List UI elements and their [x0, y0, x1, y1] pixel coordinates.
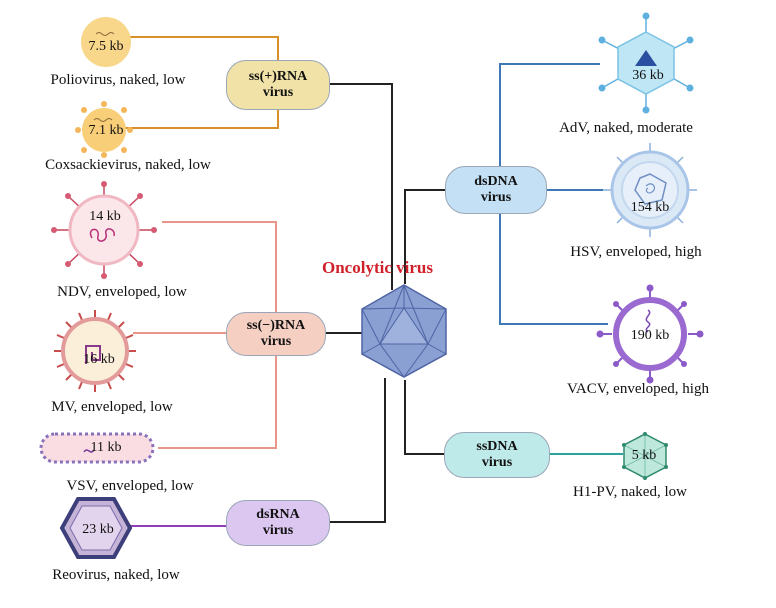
- node-ds-rna: dsRNA virus: [226, 500, 330, 546]
- h1pv-icon: [622, 432, 668, 480]
- ndv-label: NDV, enveloped, low: [57, 284, 187, 300]
- hsv-icon: [603, 143, 697, 237]
- vacv-size: 190 kb: [630, 328, 670, 343]
- vacv-label: VACV, enveloped, high: [567, 381, 709, 397]
- hsv-label: HSV, enveloped, high: [570, 244, 702, 260]
- h1pv-size: 5 kb: [631, 448, 657, 463]
- h1pv-label: H1-PV, naked, low: [573, 484, 687, 500]
- line-poliovirus: [120, 36, 279, 60]
- poliovirus-size: 7.5 kb: [88, 39, 124, 54]
- mv-icon: [54, 310, 136, 392]
- node-ssminus-rna-label: ss(−)RNA virus: [246, 318, 306, 349]
- reovirus-label: Reovirus, naked, low: [52, 567, 180, 583]
- line-ssplus-center: [330, 83, 393, 290]
- node-ssplus-rna: ss(+)RNA virus: [226, 60, 330, 110]
- vsv-icon: [39, 432, 155, 464]
- diagram-title: Oncolytic virus: [322, 258, 433, 277]
- adv-label: AdV, naked, moderate: [559, 120, 693, 136]
- adv-size: 36 kb: [632, 68, 664, 83]
- reovirus-icon: [59, 497, 133, 559]
- mv-label: MV, enveloped, low: [51, 399, 173, 415]
- line-dsrna-center: [330, 378, 386, 523]
- ndv-icon: [51, 181, 157, 279]
- line-vsv: [158, 354, 277, 449]
- node-ssplus-rna-label: ss(+)RNA virus: [248, 69, 308, 100]
- line-ndv: [162, 221, 277, 312]
- line-coxsackievirus: [125, 110, 279, 129]
- icosahedron-icon: [361, 284, 447, 378]
- vsv-label: VSV, enveloped, low: [66, 478, 194, 494]
- coxsackievirus-size: 7.1 kb: [88, 123, 124, 138]
- vsv-size: 11 kb: [90, 440, 122, 455]
- ndv-size: 14 kb: [89, 209, 121, 224]
- reovirus-size: 23 kb: [82, 522, 114, 537]
- node-ds-rna-label: dsRNA virus: [256, 507, 300, 538]
- adv-icon: [598, 12, 694, 114]
- line-dsdna-center: [404, 189, 445, 284]
- node-ds-dna-label: dsDNA virus: [474, 174, 518, 205]
- vacv-icon: [596, 284, 704, 384]
- node-ss-dna: ssDNA virus: [444, 432, 550, 478]
- coxsackievirus-icon: [75, 101, 133, 158]
- poliovirus-label: Poliovirus, naked, low: [50, 72, 186, 88]
- coxsackievirus-label: Coxsackievirus, naked, low: [45, 157, 211, 173]
- line-ssdna-center: [404, 380, 444, 455]
- mv-size: 16 kb: [83, 352, 115, 367]
- node-ss-dna-label: ssDNA virus: [476, 439, 518, 470]
- poliovirus-icon: [81, 17, 131, 67]
- hsv-size: 154 kb: [630, 200, 670, 215]
- node-ds-dna: dsDNA virus: [445, 166, 547, 214]
- node-ssminus-rna: ss(−)RNA virus: [226, 312, 326, 356]
